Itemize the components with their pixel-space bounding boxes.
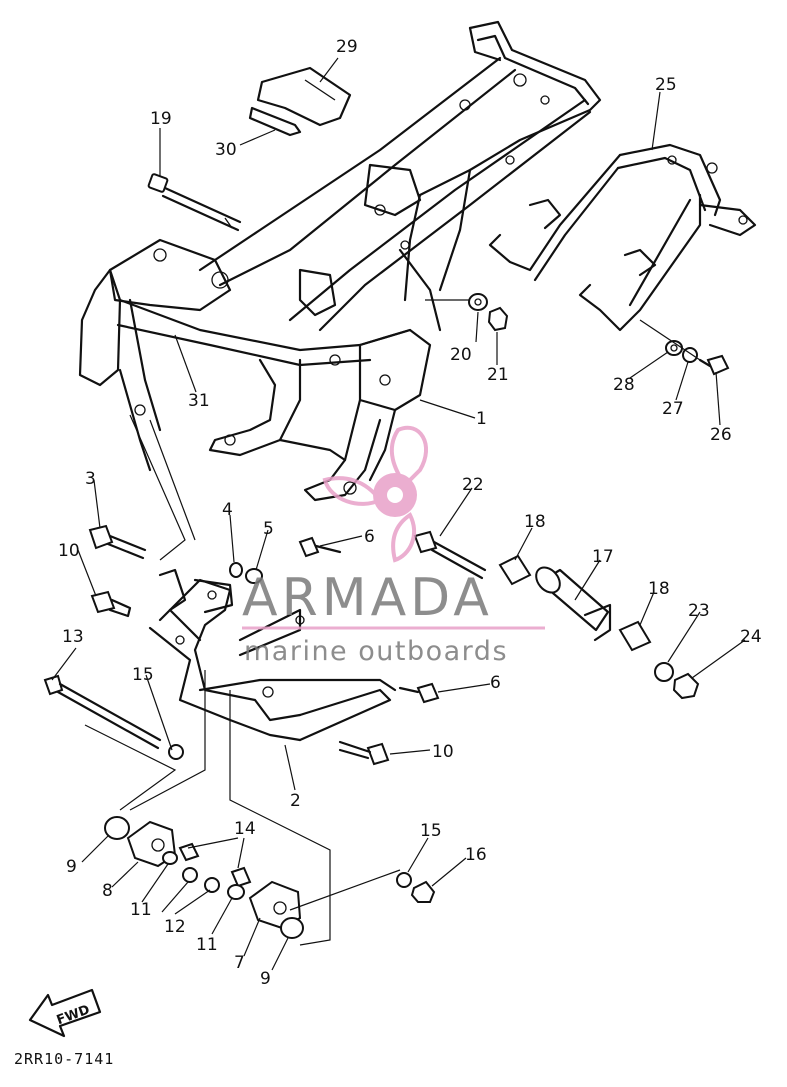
bolt-26	[698, 354, 730, 376]
bolt-6b	[398, 682, 440, 704]
fwd-arrow-icon: FWD	[28, 988, 102, 1038]
nut-4	[229, 562, 243, 578]
pipe-17	[535, 566, 612, 642]
callout-9a: 9	[66, 857, 77, 877]
watermark-title: ARMADA	[242, 568, 493, 628]
washer-20	[468, 293, 488, 311]
callout-6b: 6	[490, 673, 501, 693]
bolt-14a	[178, 842, 200, 862]
callout-11b: 11	[196, 935, 218, 955]
washer-23	[654, 662, 674, 682]
nut-12b	[204, 877, 220, 893]
callout-4: 4	[222, 500, 233, 520]
fwd-label: FWD	[55, 1002, 92, 1028]
long-bolt-19	[147, 173, 242, 232]
callout-15b: 15	[420, 821, 442, 841]
callout-24: 24	[740, 627, 762, 647]
nut-12a	[182, 867, 198, 883]
callout-8: 8	[102, 881, 113, 901]
leader-lines	[51, 57, 746, 971]
bolt-14b	[230, 866, 252, 888]
callout-17: 17	[592, 547, 614, 567]
callout-18b: 18	[648, 579, 670, 599]
callout-9b: 9	[260, 969, 271, 989]
callout-28: 28	[613, 375, 635, 395]
bolt-3	[88, 524, 147, 560]
nut-21	[487, 306, 509, 332]
callout-2: 2	[290, 791, 301, 811]
nut-16	[410, 880, 436, 903]
callout-10a: 10	[58, 541, 80, 561]
propeller-logo-icon	[322, 425, 429, 563]
bolt-10b	[338, 740, 390, 766]
callout-23: 23	[688, 601, 710, 621]
callout-21: 21	[487, 365, 509, 385]
washer-11a	[162, 851, 178, 865]
main-frame	[78, 20, 602, 502]
callout-11a: 11	[130, 900, 152, 920]
bolt-6a	[298, 536, 342, 558]
nut-24	[672, 672, 700, 700]
damper-9b	[280, 917, 304, 939]
callout-10b: 10	[432, 742, 454, 762]
seat-plate-part	[248, 66, 352, 137]
assembly-guides	[84, 299, 701, 946]
callout-15a: 15	[132, 665, 154, 685]
callout-13: 13	[62, 627, 84, 647]
callout-29: 29	[336, 37, 358, 57]
collar-18a	[498, 554, 532, 586]
callout-30: 30	[215, 140, 237, 160]
callout-3: 3	[85, 469, 96, 489]
nut-15a	[168, 744, 184, 760]
callout-14: 14	[234, 819, 256, 839]
nut-15b	[396, 872, 412, 888]
callout-7: 7	[234, 953, 245, 973]
callout-16: 16	[465, 845, 487, 865]
armada-watermark: ARMADA marine outboards	[242, 425, 545, 667]
washer-5	[245, 568, 263, 584]
callout-26: 26	[710, 425, 732, 445]
callout-12: 12	[164, 917, 186, 937]
callout-1: 1	[476, 409, 487, 429]
callout-22: 22	[462, 475, 484, 495]
callout-25: 25	[655, 75, 677, 95]
callout-5: 5	[263, 519, 274, 539]
part-code: 2RR10-7141	[14, 1050, 114, 1068]
callout-19: 19	[150, 109, 172, 129]
washer-28	[665, 340, 683, 356]
bolt-22	[413, 530, 487, 580]
callout-31: 31	[188, 391, 210, 411]
callout-labels: 29 30 19 25 20 21 28 27 26 1 31 3 10 13 …	[58, 37, 762, 989]
long-bolt-13	[43, 674, 162, 750]
watermark-subtitle: marine outboards	[244, 636, 508, 667]
callout-18a: 18	[524, 512, 546, 532]
callout-6a: 6	[364, 527, 375, 547]
collar-18b	[618, 620, 652, 652]
callout-27: 27	[662, 399, 684, 419]
bolt-10a	[90, 590, 132, 618]
rear-bracket-25	[488, 143, 757, 332]
mount-7	[248, 880, 302, 930]
washer-11b	[227, 884, 245, 900]
damper-9a	[104, 816, 130, 840]
callout-20: 20	[450, 345, 472, 365]
